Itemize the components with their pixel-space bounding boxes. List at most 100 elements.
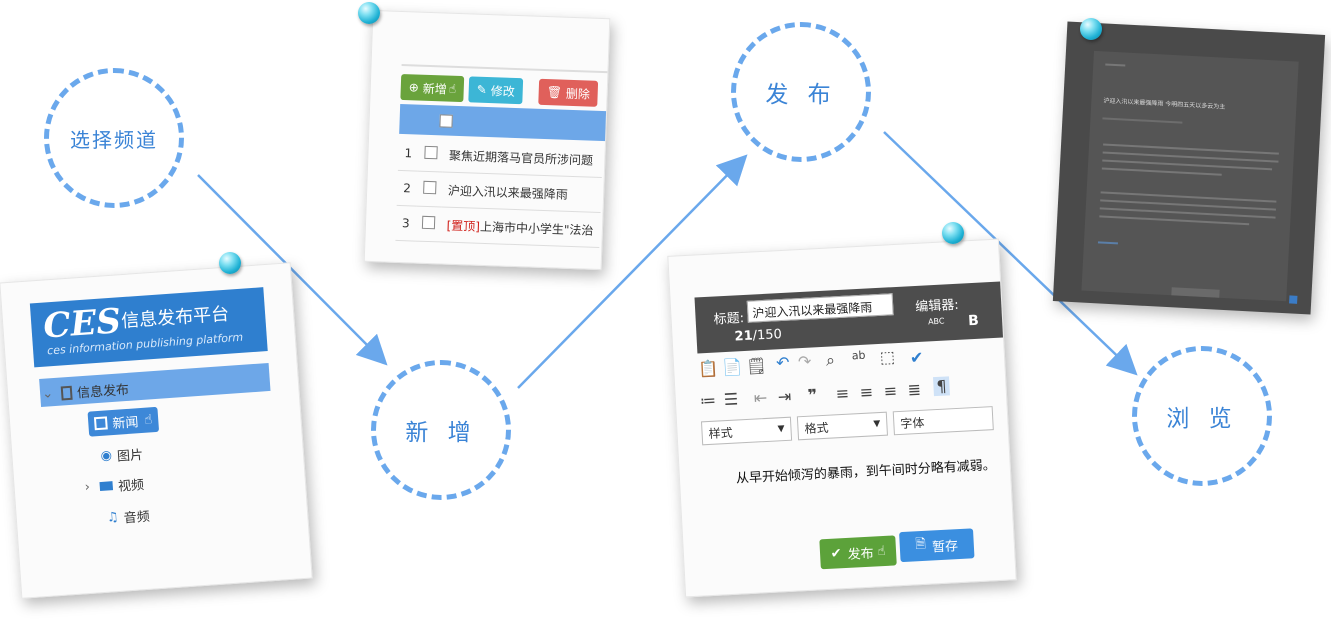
content-table: 1 聚焦近期落马官员所涉问题 2 沪迎入汛以来最强降雨 3 [置顶]上海市中小学…	[395, 135, 603, 248]
edit-button-label: 修改	[490, 83, 516, 99]
step-label: 浏 览	[1166, 406, 1238, 432]
title-label: 标题:	[713, 311, 745, 328]
check-icon[interactable]: ✔	[909, 347, 924, 368]
tree-item-label: 视频	[117, 477, 145, 495]
select-all-icon[interactable]: ⬚	[879, 347, 896, 367]
pin-icon	[942, 222, 964, 244]
row-title: [置顶]上海市中小学生"法治	[440, 206, 601, 248]
table-header	[399, 103, 611, 142]
camera-icon: ◉	[100, 448, 113, 464]
delete-button-label: 删除	[565, 86, 591, 102]
tree-item-label: 新闻	[111, 415, 139, 433]
row-checkbox[interactable]	[416, 171, 443, 207]
add-button-label: 新增	[422, 81, 448, 97]
undo-icon[interactable]: ↶	[775, 352, 790, 373]
indent-icon[interactable]: ⇥	[777, 386, 792, 407]
arrow-3	[883, 131, 1138, 376]
format-select[interactable]: 格式 ▼	[796, 411, 888, 441]
redo-icon[interactable]: ↷	[797, 351, 812, 372]
font-select[interactable]: 字体	[892, 406, 994, 436]
row-number: 2	[396, 170, 418, 207]
pencil-icon: ✎	[476, 82, 488, 97]
step-browse: 浏 览	[1132, 346, 1272, 486]
pinned-tag: [置顶]	[446, 218, 481, 234]
title-input[interactable]: 沪迎入汛以来最强降雨	[746, 293, 894, 323]
replace-icon[interactable]: ab	[851, 348, 866, 363]
outdent-icon[interactable]: ⇤	[753, 387, 768, 408]
row-title-text: 上海市中小学生"法治	[479, 219, 594, 238]
trash-icon: 🗑	[546, 85, 563, 100]
toolbar-divider	[401, 63, 611, 74]
paste-icon[interactable]: 📋	[697, 358, 719, 379]
style-select[interactable]: 样式 ▼	[700, 416, 793, 446]
preview-card: 沪迎入汛以来最强降雨 今明四五天以多云为主	[1052, 21, 1326, 315]
publish-button[interactable]: ✔ 发布 ☝	[819, 535, 897, 570]
editor-label: 编辑器:	[914, 297, 960, 316]
pin-icon	[358, 2, 380, 24]
channel-select-card: CES 信息发布平台 ces information publishing pl…	[0, 262, 313, 599]
editor-topbar: 标题: 沪迎入汛以来最强降雨 编辑器: 21/150 ABC B	[694, 281, 1004, 354]
row-checkbox[interactable]	[417, 136, 444, 172]
tree-item-news[interactable]: 新闻 ☝	[87, 406, 160, 437]
justify-icon[interactable]: ≣	[907, 379, 922, 400]
hand-cursor-icon: ☝	[143, 412, 153, 428]
step-label: 新 增	[405, 420, 477, 446]
platform-title: 信息发布平台	[120, 303, 230, 333]
align-left-icon[interactable]: ≡	[835, 383, 850, 404]
spellcheck-icon[interactable]: ABC	[927, 316, 945, 327]
numbered-list-icon[interactable]: ≔	[699, 390, 717, 411]
row-number: 1	[397, 135, 419, 172]
music-icon: ♫	[106, 509, 120, 526]
platform-header: CES 信息发布平台 ces information publishing pl…	[29, 287, 268, 368]
tree-root-label: 信息发布	[76, 382, 130, 402]
font-select-value: 字体	[899, 415, 925, 431]
edit-button[interactable]: ✎ 修改	[468, 76, 524, 105]
document-icon	[60, 385, 73, 401]
pin-icon	[1080, 18, 1102, 40]
find-icon[interactable]: ⌕	[825, 350, 836, 370]
paste-text-icon[interactable]: 📄	[721, 357, 743, 378]
style-select-value: 样式	[708, 425, 733, 441]
check-icon: ✔	[830, 545, 842, 562]
video-icon	[99, 481, 114, 492]
bullet-list-icon[interactable]: ☰	[723, 389, 739, 410]
tree-item-audio[interactable]: ♫ 音频	[106, 506, 150, 528]
step-label: 发 布	[765, 82, 837, 108]
arrow-2	[517, 154, 748, 389]
tree-item-image[interactable]: ◉ 图片	[100, 444, 144, 466]
save-draft-button[interactable]: 🗎 暂存	[899, 528, 975, 563]
plus-circle-icon: ⊕	[408, 80, 420, 95]
dropdown-arrow-icon: ▼	[873, 419, 881, 430]
publish-button-label: 发布	[847, 546, 875, 563]
tree-item-label: 图片	[116, 447, 144, 465]
blockquote-icon[interactable]: ❞	[807, 385, 818, 405]
preview-document: 沪迎入汛以来最强降雨 今明四五天以多云为主	[1081, 50, 1299, 302]
content-list-card: ⊕ 新增 ☝ ✎ 修改 🗑 删除 1 聚焦近期落马官员所涉问题 2 沪迎入汛以来…	[363, 9, 611, 271]
tree-item-video[interactable]: › 视频	[84, 474, 144, 497]
char-max: /150	[752, 327, 783, 344]
select-all-checkbox[interactable]	[439, 114, 453, 128]
align-right-icon[interactable]: ≡	[883, 381, 898, 401]
add-button[interactable]: ⊕ 新增 ☝	[400, 73, 465, 103]
step-label: 选择频道	[70, 127, 158, 152]
table-row[interactable]: 3 [置顶]上海市中小学生"法治	[395, 205, 601, 248]
step-publish: 发 布	[731, 22, 871, 162]
ltr-icon[interactable]: ¶	[932, 376, 951, 397]
preview-headline: 沪迎入汛以来最强降雨 今明四五天以多云为主	[1103, 97, 1226, 111]
row-number: 3	[395, 205, 417, 242]
paste-word-icon[interactable]: 🗒	[745, 355, 767, 376]
dropdown-arrow-icon: ▼	[777, 424, 785, 435]
format-select-value: 格式	[804, 420, 829, 436]
delete-button[interactable]: 🗑 删除	[538, 78, 599, 107]
bold-icon[interactable]: B	[967, 312, 980, 330]
scroll-indicator	[1289, 295, 1298, 304]
save-draft-button-label: 暂存	[931, 538, 959, 555]
align-center-icon[interactable]: ≡	[859, 382, 874, 403]
editor-body[interactable]: 从早开始倾泻的暴雨，到午间时分略有减弱。	[735, 458, 997, 487]
char-count: 21	[734, 328, 754, 345]
document-check-icon: 🗎	[915, 536, 927, 553]
row-checkbox[interactable]	[415, 206, 442, 242]
editor-card: 标题: 沪迎入汛以来最强降雨 编辑器: 21/150 ABC B 📋 📄 🗒 ↶…	[667, 238, 1017, 598]
step-add-new: 新 增	[371, 360, 511, 500]
news-icon	[93, 416, 108, 431]
